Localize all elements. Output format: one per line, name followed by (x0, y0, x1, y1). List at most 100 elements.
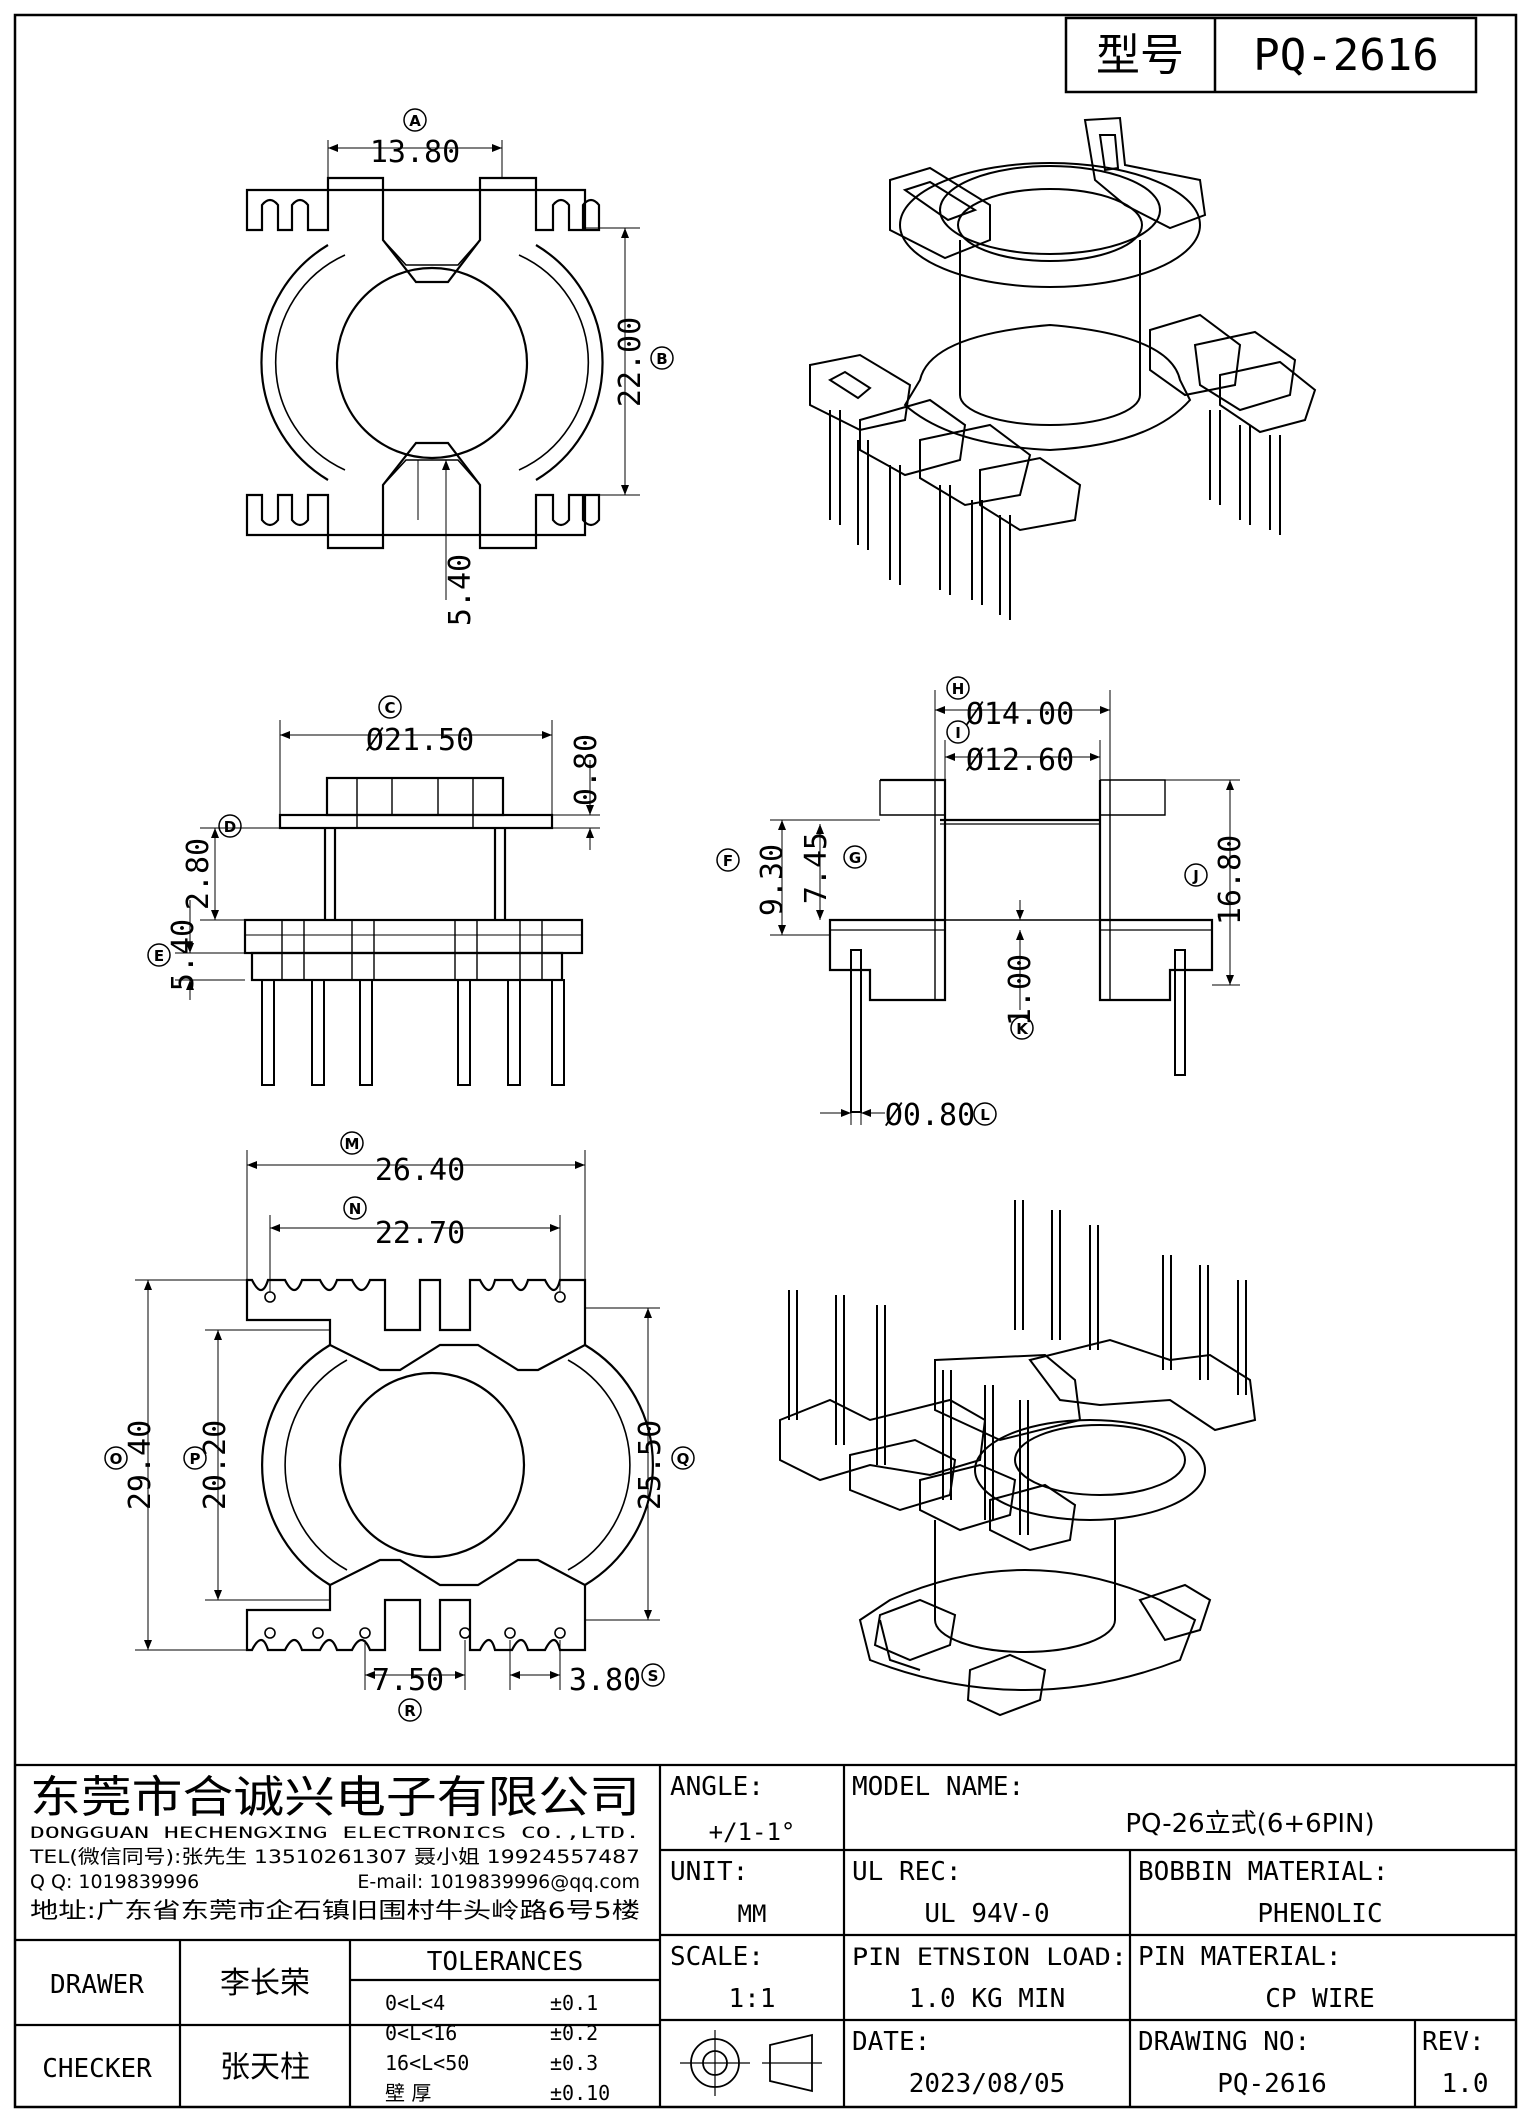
tolerance-range: 0<L<4 (385, 1991, 445, 2015)
rev-value: 1.0 (1442, 2069, 1489, 2099)
dim-O-value: 29.40 (123, 1420, 158, 1510)
dim-S-value: 3.80 (569, 1663, 641, 1698)
dim-K-value: 1.00 (1003, 954, 1038, 1026)
dim-I-callout (946, 720, 970, 744)
scale-value: 1:1 (729, 1984, 776, 2014)
model-header-label: 型号 (1096, 30, 1184, 81)
svg-text:S: S (648, 1667, 659, 1685)
dim-B-value: 22.00 (613, 317, 648, 407)
scale-label: SCALE: (670, 1942, 764, 1972)
checker-value: 张天柱 (220, 2050, 310, 2085)
dim-E-value: 5.40 (166, 919, 201, 991)
svg-text:I: I (955, 724, 961, 742)
bobbin-material-label: BOBBIN MATERIAL: (1138, 1857, 1388, 1887)
dim-F-callout (716, 848, 740, 872)
dim-J-value: 16.80 (1213, 835, 1248, 925)
side-view: Ø21.50 C 0.80 2.80 D 5.40 E (147, 695, 604, 1086)
svg-text:R: R (404, 1702, 416, 1720)
dim-S-callout (641, 1663, 665, 1687)
svg-text:N: N (349, 1200, 362, 1218)
svg-text:C: C (384, 699, 395, 717)
dim-R-value: 7.50 (372, 1663, 444, 1698)
dim-B-callout (650, 346, 674, 370)
tolerance-range: 16<L<50 (385, 2051, 469, 2075)
dim-Q-callout (671, 1446, 695, 1470)
dim-N-callout (343, 1196, 367, 1220)
model-header-box (1064, 16, 1478, 94)
svg-text:P: P (190, 1450, 201, 1468)
dim-F-value: 9.30 (755, 844, 790, 916)
dim-L-value: Ø0.80 (885, 1098, 975, 1133)
svg-text:H: H (952, 680, 965, 698)
pin-material-value: CP WIRE (1265, 1984, 1375, 2014)
svg-text:M: M (345, 1135, 360, 1153)
unit-label: UNIT: (670, 1857, 748, 1887)
tolerance-value: ±0.3 (550, 2051, 598, 2075)
dim-G-callout (843, 845, 867, 869)
dim-slot-value: 5.40 (443, 554, 478, 626)
title-block (15, 1763, 1516, 2107)
angle-label: ANGLE: (670, 1772, 764, 1802)
pin-material-label: PIN MATERIAL: (1138, 1942, 1342, 1972)
drawing-no-label: DRAWING NO: (1138, 2027, 1310, 2057)
dim-E-callout (147, 943, 171, 967)
dim-O-callout (104, 1446, 128, 1470)
isometric-view-top (809, 116, 1317, 620)
pin-load-label: PIN ETNSION LOAD: (852, 1943, 1127, 1971)
model-name-label: MODEL NAME: (852, 1772, 1024, 1802)
dim-C-value: Ø21.50 (366, 723, 474, 758)
rev-label: REV: (1422, 2027, 1485, 2057)
company-tel: TEL(微信同号):张先生 13510261307 聂小姐 1992455748… (29, 1846, 640, 1868)
svg-text:F: F (723, 852, 733, 870)
company-name-cn: 东莞市合诚兴电子有限公司 (30, 1772, 640, 1823)
dim-C-callout (378, 695, 402, 719)
bottom-view: 26.40 M 22.70 N 29.40 O 20.20 P 25.50 Q … (104, 1131, 695, 1722)
model-header-value: PQ-2616 (1253, 30, 1438, 81)
dim-R-callout (398, 1698, 422, 1722)
svg-text:Q: Q (677, 1450, 690, 1468)
tolerance-value: ±0.1 (550, 1991, 598, 2015)
dim-G-value: 7.45 (799, 832, 834, 904)
svg-text:A: A (409, 112, 421, 130)
date-label: DATE: (852, 2027, 930, 2057)
tolerances-label: TOLERANCES (427, 1947, 584, 1977)
company-qq: Q Q: 1019839996 (30, 1871, 199, 1893)
tolerance-value: ±0.10 (550, 2081, 610, 2105)
svg-text:E: E (154, 947, 164, 965)
svg-text:D: D (224, 818, 236, 836)
tolerance-value: ±0.2 (550, 2021, 598, 2045)
tolerance-range: 0<L<16 (385, 2021, 457, 2045)
dim-A-value: 13.80 (370, 135, 460, 170)
dim-A-callout (403, 108, 427, 132)
dim-P-callout (183, 1446, 207, 1470)
dim-flange-value: 0.80 (569, 734, 604, 806)
dim-D-callout (218, 814, 242, 838)
date-value: 2023/08/05 (909, 2069, 1066, 2099)
dim-J-callout (1184, 863, 1208, 887)
ul-rec-value: UL 94V-0 (924, 1899, 1049, 1929)
model-name-value: PQ-26立式(6+6PIN) (1125, 1809, 1374, 1839)
dim-I-value: Ø12.60 (966, 743, 1074, 778)
company-email: E-mail: 1019839996@qq.com (357, 1871, 640, 1893)
top-view: 13.80 A 22.00 B 5.40 (245, 108, 674, 626)
drawing-no-value: PQ-2616 (1217, 2069, 1327, 2099)
svg-text:G: G (849, 849, 861, 867)
pin-load-value: 1.0 KG MIN (909, 1984, 1066, 2014)
dim-N-value: 22.70 (375, 1216, 465, 1251)
svg-text:K: K (1016, 1020, 1029, 1038)
dim-L-callout (973, 1102, 997, 1126)
svg-text:J: J (1192, 867, 1199, 885)
checker-label: CHECKER (42, 2054, 152, 2084)
svg-text:L: L (980, 1106, 990, 1124)
sheet-frame (13, 13, 1518, 2109)
tolerance-range: 壁 厚 (385, 2081, 431, 2105)
dim-H-value: Ø14.00 (966, 697, 1074, 732)
dim-D-value: 2.80 (181, 838, 216, 910)
svg-text:O: O (110, 1450, 123, 1468)
section-view: Ø14.00 H Ø12.60 I 9.30 F 7.45 G 16.80 J … (716, 676, 1248, 1133)
isometric-view-bottom (779, 1200, 1257, 1717)
company-address: 地址:广东省东莞市企石镇旧围村牛头岭路6号5楼 (30, 1899, 640, 1924)
dim-Q-value: 25.50 (633, 1420, 668, 1510)
dim-K-callout (1010, 1016, 1034, 1040)
